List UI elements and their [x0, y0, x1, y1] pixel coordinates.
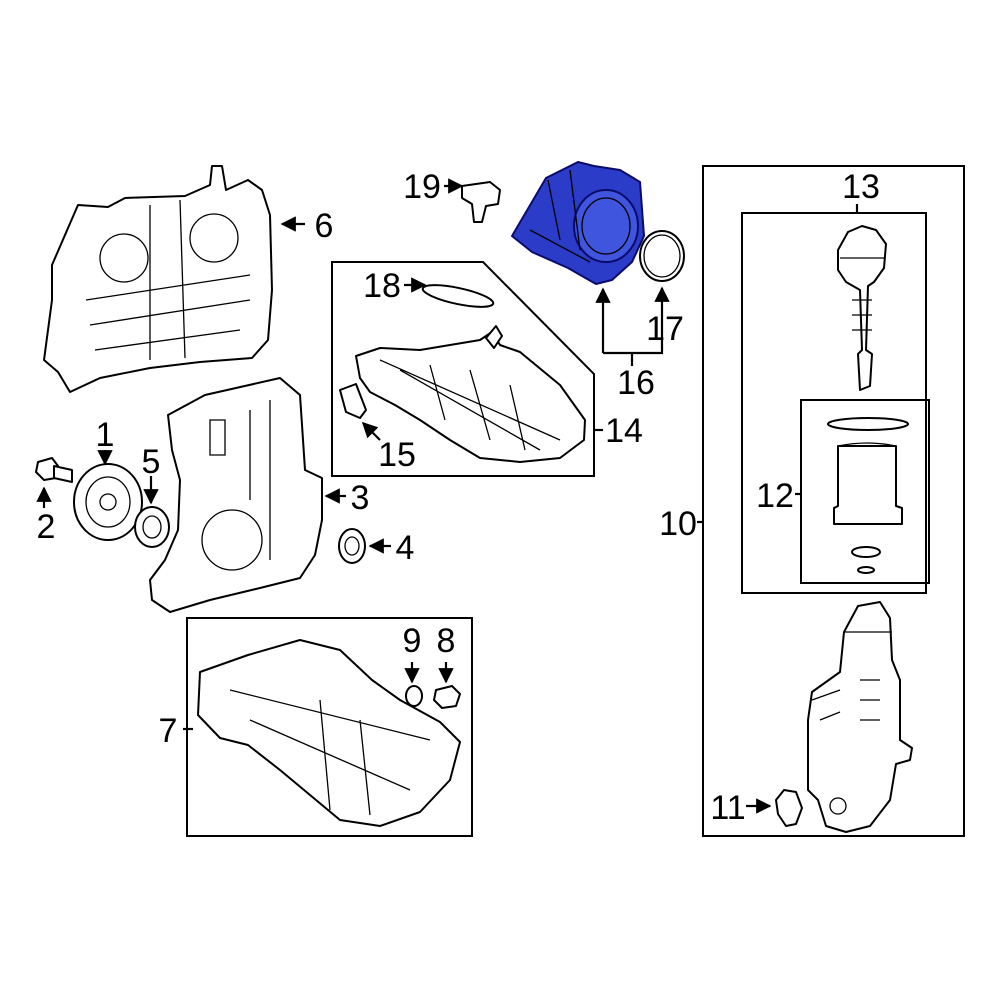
throttle-oring-part[interactable]: [639, 230, 685, 282]
intake-manifold-group-box: [331, 261, 595, 477]
timing-plate-part[interactable]: [43, 165, 273, 393]
callout-1: 1: [96, 416, 115, 454]
intake-manifold-part[interactable]: [355, 325, 586, 463]
drain-washer-part[interactable]: [405, 685, 423, 707]
crank-seal-part[interactable]: [134, 506, 170, 548]
callout-18: 18: [363, 267, 401, 305]
callout-6: 6: [315, 207, 334, 245]
filter-cap-part[interactable]: [837, 225, 887, 391]
callout-12: 12: [756, 477, 794, 515]
pulley-bolt-part[interactable]: [35, 457, 73, 483]
callout-14: 14: [605, 412, 643, 450]
manifold-gasket-part[interactable]: [339, 383, 367, 419]
drain-plug-part[interactable]: [433, 685, 461, 709]
front-cover-part[interactable]: [149, 377, 323, 613]
oil-pan-part[interactable]: [197, 639, 461, 827]
callout-3: 3: [351, 479, 370, 517]
housing-plug-part[interactable]: [775, 789, 803, 827]
oil-filter-subgroup-box: [741, 212, 927, 594]
oil-pan-group-box: [186, 617, 473, 837]
cover-seal-part[interactable]: [338, 528, 366, 564]
crank-pulley-part[interactable]: [73, 463, 143, 541]
callout-8: 8: [437, 622, 456, 660]
callout-19: 19: [403, 168, 441, 206]
callout-2: 2: [37, 508, 56, 546]
throttle-body-part[interactable]: [511, 161, 645, 285]
callout-11: 11: [710, 789, 745, 827]
callout-13: 13: [842, 168, 880, 206]
callout-10: 10: [659, 505, 697, 543]
oil-filter-housing-part[interactable]: [807, 601, 913, 833]
callout-15: 15: [378, 436, 416, 474]
leader-lines: [36, 178, 859, 814]
callout-5: 5: [142, 443, 161, 481]
filter-element-subgroup-box: [800, 399, 930, 584]
callout-7: 7: [159, 712, 178, 750]
manifold-oring-part[interactable]: [421, 281, 495, 312]
callout-16: 16: [617, 364, 655, 402]
oil-filter-housing-group-box: [702, 165, 965, 837]
callout-4: 4: [396, 529, 415, 567]
map-sensor-part[interactable]: [461, 181, 501, 223]
callout-17: 17: [646, 310, 684, 348]
filter-element-part[interactable]: [827, 417, 909, 574]
callout-9: 9: [403, 622, 422, 660]
